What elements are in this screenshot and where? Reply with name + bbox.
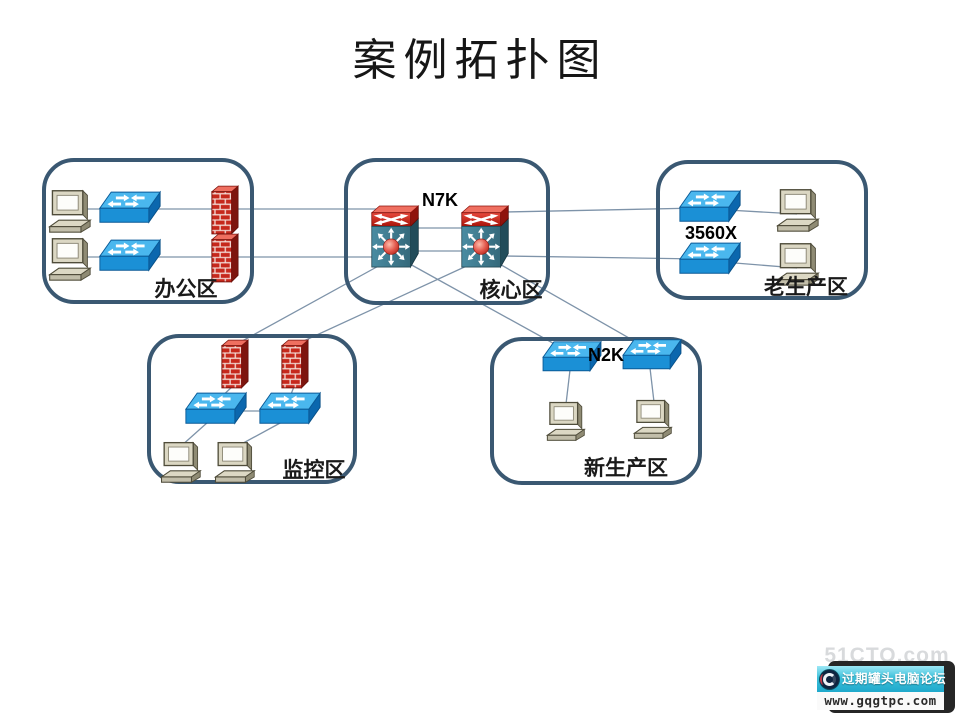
page-title: 案例拓扑图 [352,35,608,86]
monitoring-firewall-icon [280,337,310,390]
monitoring-switch-icon [258,391,322,431]
zone-label-office: 办公区 [154,276,218,301]
device-label-n7k: N7K [422,190,459,210]
device-label-3560x: 3560X [684,223,738,243]
old-production-switch-icon [678,241,742,281]
monitoring-switch-icon [184,391,248,431]
monitoring-firewall-icon [220,337,250,390]
new-production-pc-icon [631,396,673,442]
zone-label-new-production: 新生产区 [584,455,668,480]
office-switch-icon [98,190,162,230]
new-production-pc-icon [544,398,586,444]
nexus7000-switch-icon [459,205,513,269]
office-pc-icon [46,186,92,236]
forum-name: 过期罐头电脑论坛 [842,671,947,686]
office-pc-icon [46,234,92,284]
watermark-banner: 过期罐头电脑论坛 [817,666,947,692]
zone-label-old-production: 老生产区 [764,274,848,299]
monitoring-pc-icon [212,438,256,486]
old-production-pc-icon [774,184,820,236]
nexus7000-switch-icon [369,205,423,269]
zone-label-monitoring: 监控区 [282,457,346,482]
forum-c-ring-logo-icon [820,669,839,689]
zone-box-old-production [656,160,868,300]
office-firewall-icon [210,183,240,236]
monitoring-pc-icon [158,438,202,486]
office-switch-icon [98,238,162,278]
zone-label-core: 核心区 [479,277,543,302]
forum-url: www.gqgtpc.com [817,692,944,710]
device-label-n2k: N2K [588,345,625,365]
zone-box-office [42,158,254,304]
new-production-switch-icon [621,338,683,376]
